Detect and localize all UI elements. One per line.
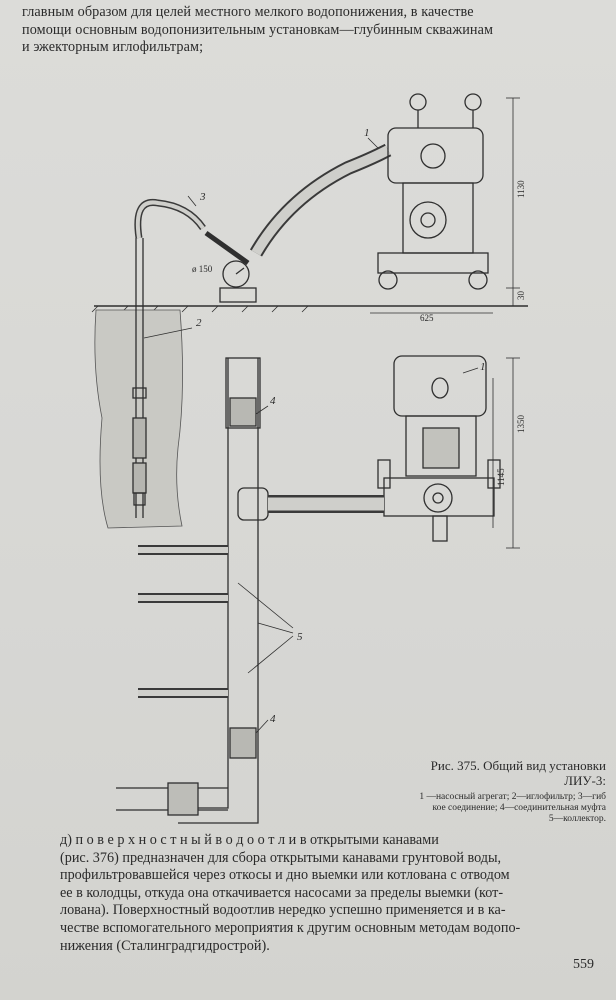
callout-3: 3: [199, 191, 206, 203]
outlet-pipe: [116, 782, 228, 816]
suction-hose: [249, 143, 392, 257]
flexible-hose: [134, 198, 206, 239]
legend-line: 1 —насосный агрегат; 2—иглофильтр; 3—гиб: [419, 792, 606, 802]
leader-lines: [143, 137, 479, 734]
section-line: нижения (Сталинградгидрострой).: [60, 937, 270, 954]
dim-1130: 1130: [516, 180, 526, 198]
section-line: лована). Поверхностный водоотлив нередко…: [60, 902, 506, 919]
legend-line: 5—коллектор.: [548, 814, 606, 824]
page-number: 559: [573, 957, 594, 972]
caption-number: Рис. 375.: [430, 758, 480, 773]
intro-line: и эжекторным иглофильтрам;: [22, 39, 204, 55]
legend-line: кое соединение; 4—соединительная муфта: [432, 803, 606, 813]
pump-unit-side: [377, 93, 489, 290]
section-line: профильтровавшейся через откосы и дно вы…: [60, 867, 510, 884]
callout-1-lower: 1: [480, 361, 486, 373]
intro-line: помощи основным водопонизительным устано…: [22, 21, 494, 38]
pressure-gauge: [222, 260, 250, 288]
collector-pipe: [178, 357, 261, 824]
callout-4-lower: 4: [270, 713, 276, 725]
callout-4-upper: 4: [270, 395, 276, 407]
dim-625: 625: [420, 313, 434, 323]
pump-connection-hose: [237, 487, 384, 521]
callout-2: 2: [196, 317, 202, 329]
caption-title: Общий вид установки: [483, 758, 606, 773]
section-line: (рис. 376) предназначен для сбора открыт…: [60, 849, 502, 866]
dim-1145: 1145: [496, 468, 506, 486]
callout-1: 1: [364, 127, 370, 139]
equipment-drawing: 1 1 2 3 4 4 5 1130 30 625 1350 1145 ø 15…: [91, 93, 528, 824]
wellpoint-pipe: [132, 238, 147, 518]
pump-unit-front: [377, 355, 501, 542]
section-line: честве вспомогательного мероприятия к др…: [60, 919, 521, 936]
figure-caption: Рис. 375. Общий вид установки ЛИУ-3: 1 —…: [344, 758, 606, 825]
dim-phi150: ø 150: [192, 264, 213, 274]
dimension-lines: [370, 97, 520, 549]
figure-375-drawing: 1 1 2 3 4 4 5 1130 30 625 1350 1145 ø 15…: [88, 88, 588, 830]
caption-title-2: ЛИУ-3:: [564, 773, 606, 788]
section-paragraph: д) п о в е р х н о с т н ы й в о д о о т…: [60, 832, 606, 955]
intro-paragraph: главным образом для целей местного мелко…: [22, 4, 606, 57]
branch-hoses: [138, 545, 228, 698]
section-line: ее в колодцы, откуда она откачивается на…: [60, 884, 504, 901]
caption-legend: 1 —насосный агрегат; 2—иглофильтр; 3—гиб…: [344, 792, 606, 825]
dim-1350: 1350: [516, 415, 526, 434]
dim-30: 30: [516, 291, 526, 301]
section-lead-line: д) п о в е р х н о с т н ы й в о д о о т…: [60, 832, 439, 848]
ground-hatch: [91, 305, 309, 313]
intro-line: главным образом для целей местного мелко…: [22, 4, 474, 20]
support-block: [219, 287, 257, 303]
callout-5: 5: [297, 631, 303, 643]
